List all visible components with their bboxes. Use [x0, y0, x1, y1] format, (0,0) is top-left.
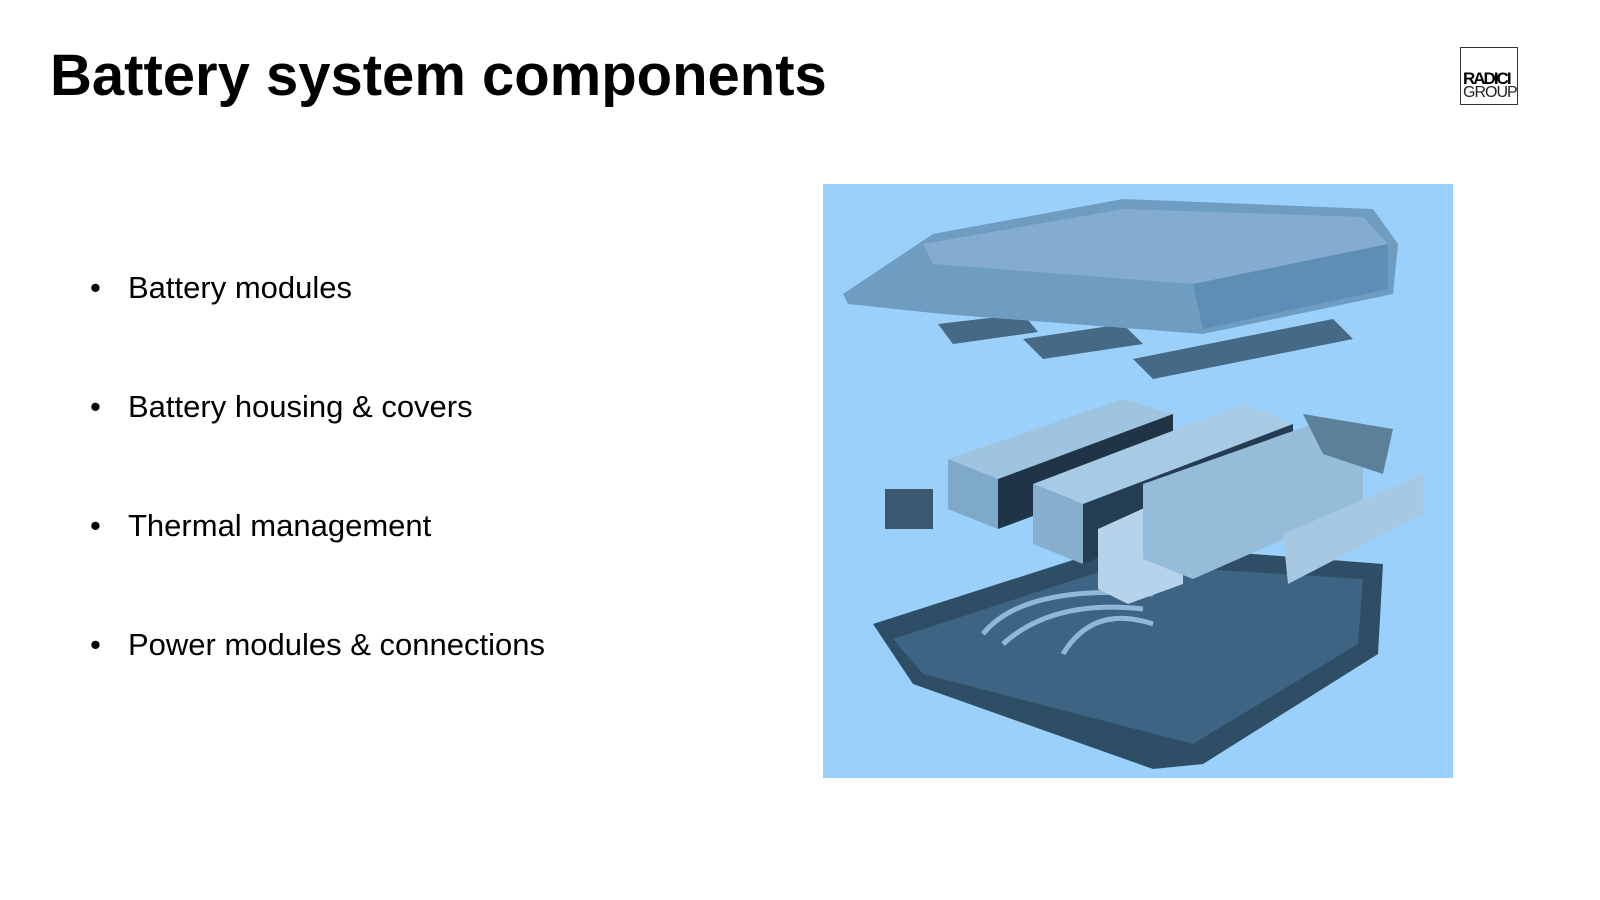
radici-group-logo: RADICI GROUP	[1460, 47, 1518, 105]
battery-module	[948, 399, 1173, 479]
power-module	[1143, 424, 1363, 579]
bullet-item: • Thermal management	[90, 508, 545, 627]
side-bracket	[1283, 474, 1423, 584]
connector-box	[885, 489, 933, 529]
logo-line-1: RADICI	[1463, 69, 1512, 88]
bullet-label: Battery housing & covers	[128, 389, 473, 424]
thermal-pad	[1133, 319, 1353, 379]
bullet-dot-icon: •	[90, 508, 101, 543]
slide-title: Battery system components	[50, 43, 827, 108]
thermal-pad	[938, 314, 1038, 344]
thermal-pad	[1023, 324, 1143, 359]
logo-line-2: GROUP	[1463, 84, 1518, 101]
bullet-dot-icon: •	[90, 270, 101, 305]
bullet-item: • Power modules & connections	[90, 627, 545, 746]
battery-module	[1033, 404, 1293, 504]
bullet-item: • Battery modules	[90, 270, 545, 389]
bullet-dot-icon: •	[90, 389, 101, 424]
bullet-label: Power modules & connections	[128, 627, 546, 662]
bullet-label: Thermal management	[128, 508, 432, 543]
bullet-dot-icon: •	[90, 627, 101, 662]
bullet-list: • Battery modules • Battery housing & cove…	[90, 270, 545, 746]
battery-pack-figure	[823, 184, 1453, 778]
exploded-battery-pack-illustration	[843, 199, 1423, 769]
bullet-label: Battery modules	[128, 270, 352, 305]
bullet-item: • Battery housing & covers	[90, 389, 545, 508]
